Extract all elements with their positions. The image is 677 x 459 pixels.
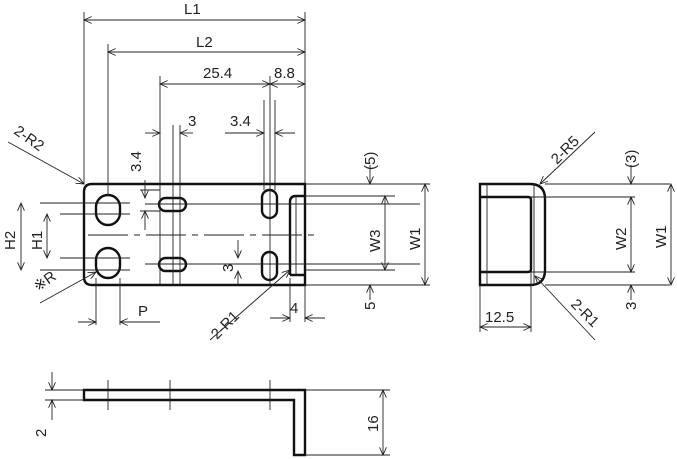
dim-W1-side: W1 bbox=[653, 226, 670, 249]
bottom-dimension-lines bbox=[45, 372, 390, 455]
side-inner-outline bbox=[480, 195, 533, 274]
dim-W2: W2 bbox=[613, 228, 630, 251]
dim-3-paren: (3) bbox=[623, 150, 640, 168]
lower-right-slot bbox=[260, 250, 279, 282]
dim-3-mid: 3 bbox=[220, 264, 237, 272]
dim-3-4-vertical: 3.4 bbox=[128, 151, 145, 172]
dim-H2: H2 bbox=[2, 231, 19, 250]
side-outline bbox=[478, 182, 547, 287]
radius-2-R5: 2-R5 bbox=[548, 133, 583, 168]
upper-mid-slot bbox=[157, 196, 188, 213]
lower-left-slot bbox=[94, 246, 122, 280]
side-view: 2-R5 (3) W2 W1 3 12.5 2-R1 bbox=[478, 131, 671, 341]
dim-8-8: 8.8 bbox=[274, 65, 295, 82]
dim-L1: L1 bbox=[184, 1, 201, 18]
lower-mid-slot bbox=[157, 256, 188, 273]
radius-2-R1-side: 2-R1 bbox=[567, 296, 602, 331]
dim-3-side: 3 bbox=[623, 302, 640, 310]
flange-edge bbox=[288, 194, 305, 277]
front-view: L1 L2 25.4 8.8 3 3.4 3.4 2-R2 H2 H1 ※R 3… bbox=[2, 1, 430, 343]
dim-25-4: 25.4 bbox=[203, 65, 232, 82]
dim-H1: H1 bbox=[29, 231, 46, 250]
plate-outline bbox=[82, 182, 307, 287]
dim-L2: L2 bbox=[196, 34, 213, 51]
side-dimension-lines bbox=[480, 131, 671, 341]
extension-lines bbox=[40, 12, 430, 325]
dim-2-thickness: 2 bbox=[33, 429, 50, 437]
radius-note-R: ※R bbox=[31, 268, 60, 295]
l-profile bbox=[82, 388, 307, 457]
bottom-view: 2 16 bbox=[33, 372, 390, 457]
dim-4: 4 bbox=[290, 300, 298, 317]
dim-P: P bbox=[138, 303, 148, 320]
dim-5-paren: (5) bbox=[362, 152, 379, 170]
dim-5: 5 bbox=[362, 302, 379, 310]
dim-3-slot: 3 bbox=[188, 113, 196, 130]
radius-2-R2: 2-R2 bbox=[11, 122, 47, 155]
dim-W3: W3 bbox=[367, 230, 384, 253]
dim-12-5: 12.5 bbox=[485, 309, 514, 326]
dimension-lines bbox=[7, 20, 425, 341]
dim-16-height: 16 bbox=[365, 415, 382, 432]
dim-3-4-slot: 3.4 bbox=[230, 113, 251, 130]
dim-W1-front: W1 bbox=[407, 228, 424, 251]
upper-left-slot bbox=[94, 193, 122, 227]
